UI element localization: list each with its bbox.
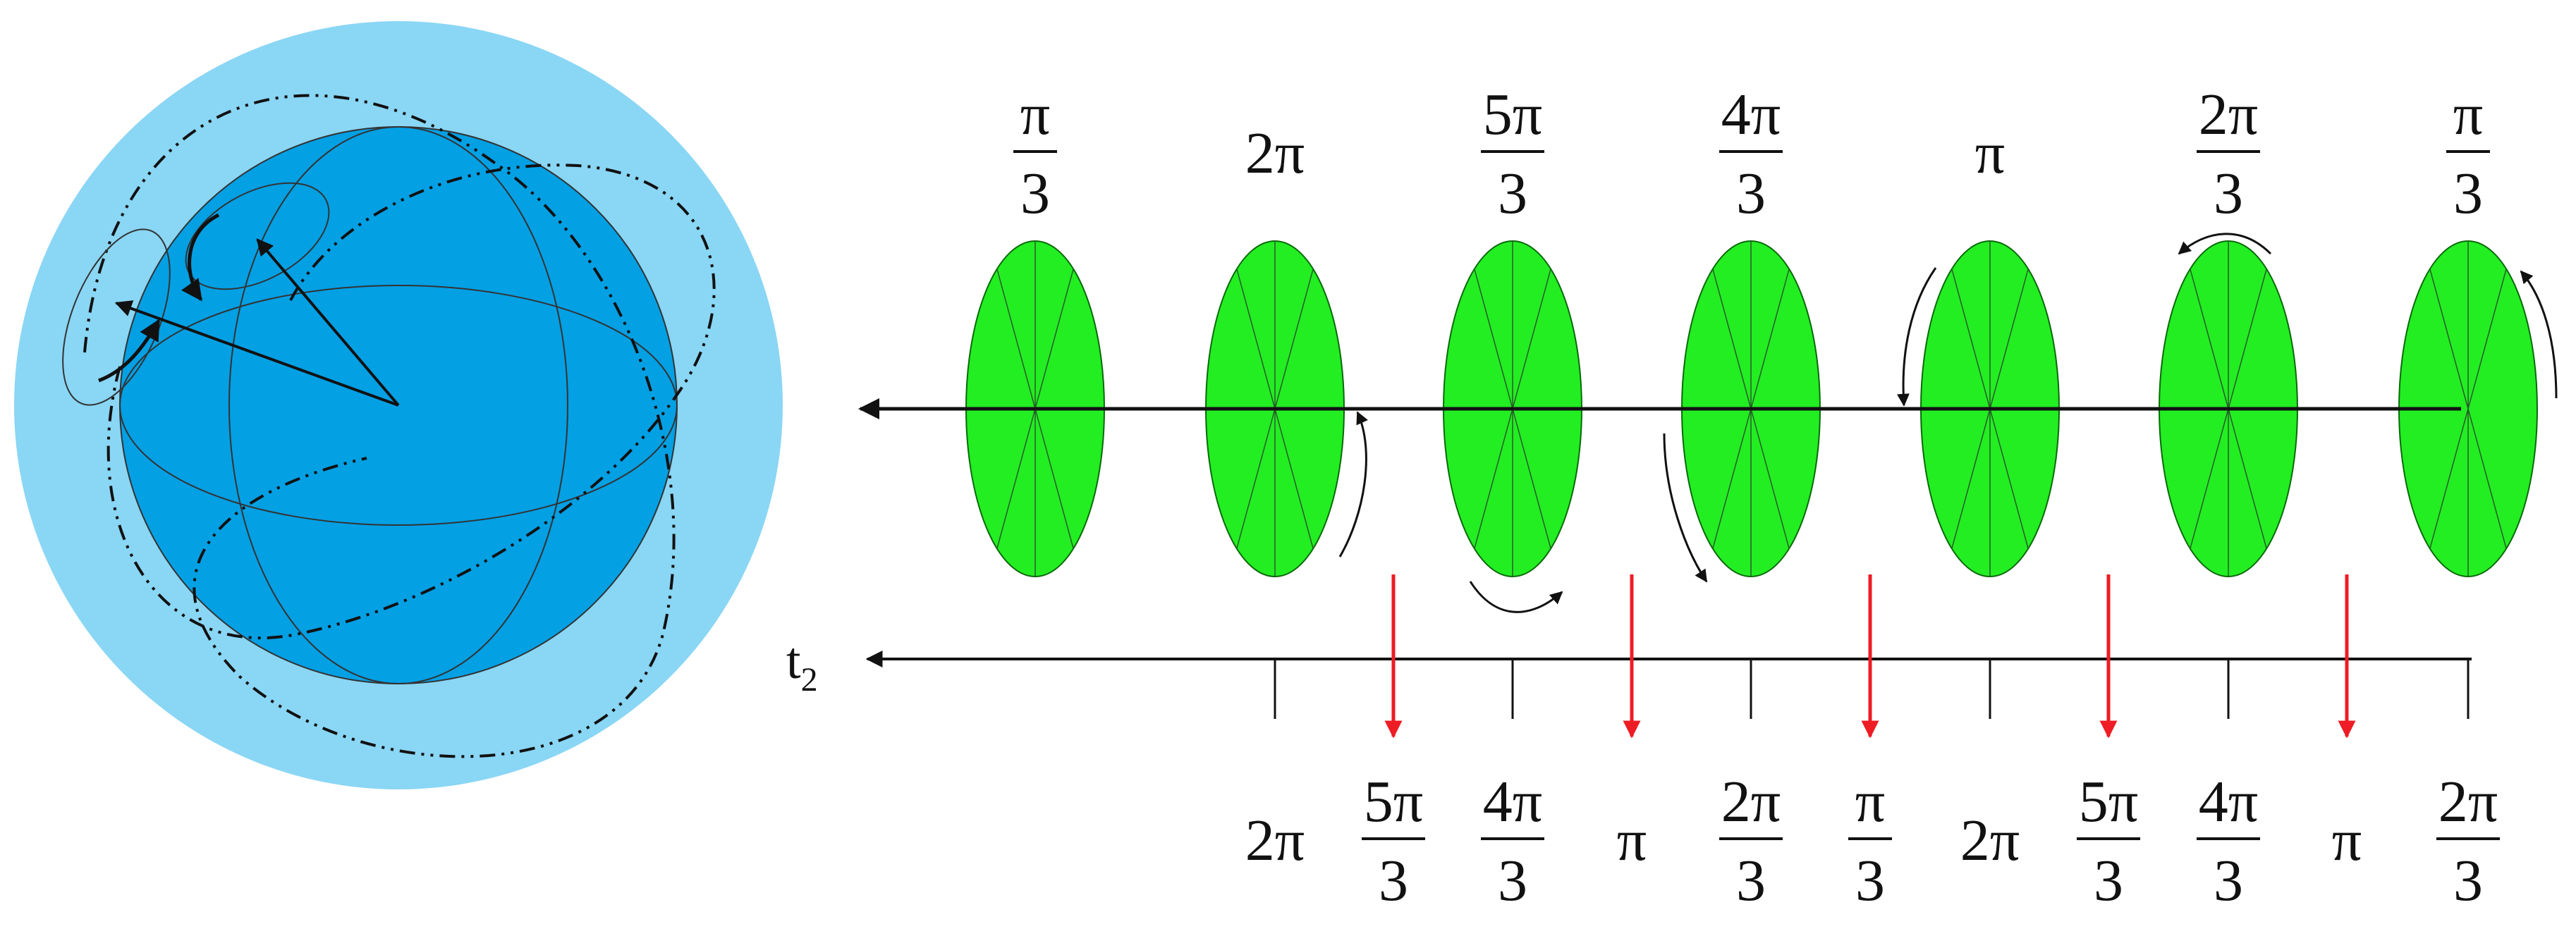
bottom-label: 2π3 [2436, 769, 2500, 913]
bottom-label-value: 2π [1245, 808, 1305, 873]
disk-label-denominator: 3 [1736, 161, 1766, 226]
bottom-label-denominator: 3 [1855, 848, 1885, 913]
bottom-label-denominator: 3 [1736, 848, 1766, 913]
rotation-arrow-sphere-1 [181, 213, 220, 302]
sphere-illustration [14, 21, 783, 789]
bottom-label-numerator: π [1855, 769, 1885, 835]
disk-row [858, 233, 2558, 613]
bottom-label-value: 2π [1960, 808, 2020, 873]
bottom-label: π [1617, 808, 1647, 873]
disk-label: 2π [1245, 121, 1305, 186]
disk-label: π3 [1013, 82, 1057, 226]
bottom-label-numerator: 4π [1483, 769, 1542, 835]
time-axis-label: t2 [786, 632, 818, 698]
disk-label-numerator: 2π [2199, 82, 2258, 147]
sphere-equator [119, 285, 678, 526]
bottom-label-denominator: 3 [2214, 848, 2243, 913]
bottom-label: 4π3 [1481, 769, 1544, 913]
rotation-arrow-2 [1469, 581, 1563, 613]
rotation-arrow-sphere-2 [98, 319, 161, 383]
disk-label-numerator: 5π [1483, 82, 1542, 147]
bottom-label: 2π [1245, 808, 1305, 873]
bottom-label-numerator: 2π [2438, 769, 2498, 835]
bottom-label-denominator: 3 [1379, 848, 1408, 913]
rotation-arrow-4 [1896, 267, 1937, 407]
bottom-label: 2π [1960, 808, 2020, 873]
disk-label-numerator: 4π [1721, 82, 1781, 147]
bottom-label-denominator: 3 [1498, 848, 1527, 913]
disk-label: 4π3 [1719, 82, 1783, 226]
disk-label-denominator: 3 [2214, 161, 2243, 226]
rotation-arrow-1 [1338, 411, 1368, 558]
sphere-meridian [228, 126, 568, 684]
trajectory-curve-inner [106, 164, 716, 640]
disk-label-denominator: 3 [1020, 161, 1050, 226]
disk-label: π [1975, 121, 2005, 186]
time-axis: t2 [786, 574, 2472, 739]
bottom-label-denominator: 3 [2453, 848, 2483, 913]
bottom-label: π3 [1848, 769, 1892, 913]
bottom-label: 5π3 [2077, 769, 2140, 913]
polarization-disk [2398, 240, 2538, 577]
bottom-label: π [2332, 808, 2362, 873]
rotation-arrow-5 [2178, 233, 2272, 255]
disk-label: 5π3 [1481, 82, 1544, 226]
disk-label-numerator: π [2453, 82, 2483, 147]
bottom-label-value: π [1617, 808, 1647, 873]
bottom-label-denominator: 3 [2094, 848, 2123, 913]
bottom-label: 2π3 [1719, 769, 1783, 913]
rotation-arrow-3 [1663, 433, 1708, 583]
disk-label-value: π [1975, 121, 2005, 186]
bottom-label-value: π [2332, 808, 2362, 873]
disk-label-value: 2π [1245, 121, 1305, 186]
disk-label-denominator: 3 [1498, 161, 1527, 226]
rotation-arrow-6 [2520, 270, 2558, 399]
state-vector-1 [256, 238, 400, 407]
bottom-label: 5π3 [1362, 769, 1425, 913]
bottom-label-numerator: 5π [2079, 769, 2138, 835]
bottom-label: 4π3 [2197, 769, 2260, 913]
state-vector-2 [114, 300, 399, 407]
disk-label-numerator: π [1020, 82, 1050, 147]
bottom-label-numerator: 4π [2199, 769, 2258, 835]
bottom-label-numerator: 2π [1721, 769, 1781, 835]
bottom-label-numerator: 5π [1364, 769, 1423, 835]
disk-label-denominator: 3 [2453, 161, 2483, 226]
disk-label: 2π3 [2197, 82, 2260, 226]
trajectory-curve-outer [83, 94, 676, 758]
disk-label: π3 [2446, 82, 2490, 226]
